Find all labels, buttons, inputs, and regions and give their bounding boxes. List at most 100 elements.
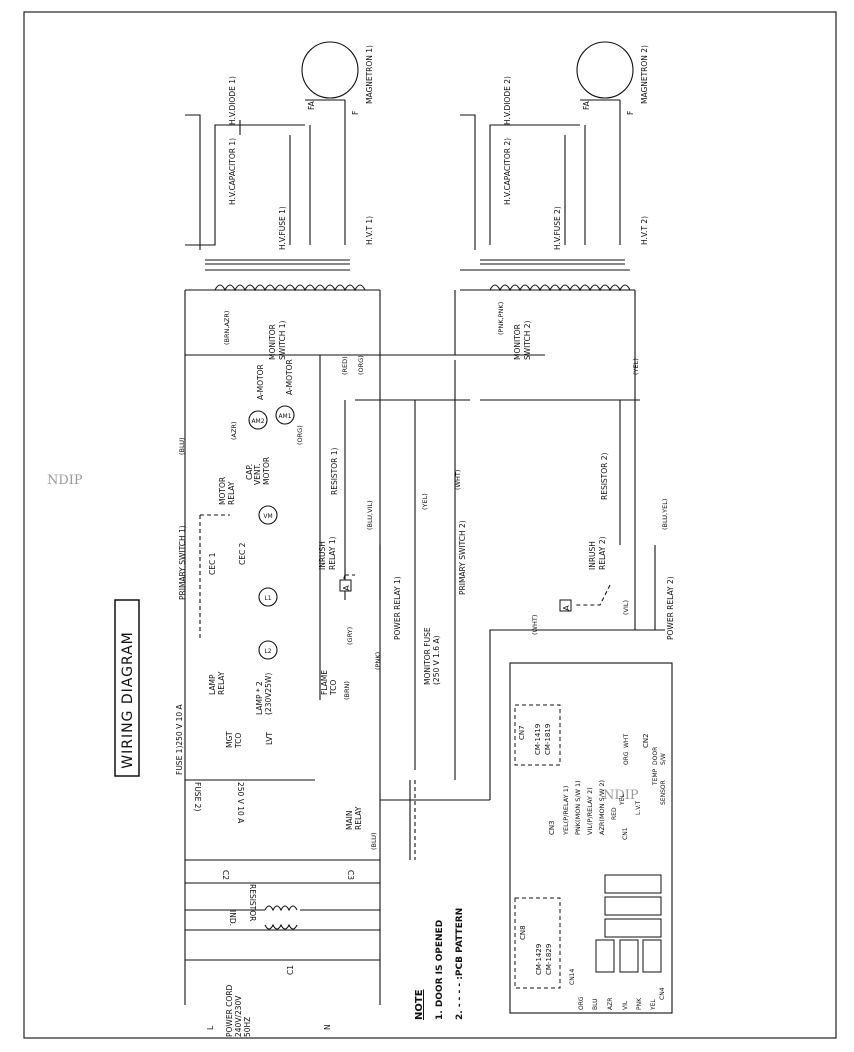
label-mgt-tco-b: TCO [234, 733, 243, 749]
pcb-cn2-org: ORG [623, 751, 630, 765]
label-cap: CAP. [245, 464, 254, 480]
note-heading: NOTE [414, 989, 425, 1020]
label-resistor: RESISTOR [248, 884, 257, 921]
pcb-cn2-wht: WHT [623, 734, 630, 748]
label-amotor1: A-MOTOR [256, 364, 265, 400]
label-lvt: LVT [265, 732, 274, 745]
label-primary-sw1: PRIMARY SWITCH 1) [178, 525, 187, 600]
pcb-blocks [595, 874, 662, 973]
transformer-coils [205, 259, 631, 930]
wire-blu-yel: (BLU,YEL) [661, 499, 669, 530]
label-power-cord: POWER CORD [225, 984, 234, 1037]
pcb-cn8: CN8 [519, 925, 527, 940]
label-L: L [206, 1025, 215, 1030]
wire-network [184, 99, 665, 1005]
watermark-right: NDIP [603, 788, 639, 803]
label-power-voltage: 240V/230V [234, 995, 243, 1037]
label-resistor2: RESISTOR 2) [600, 452, 609, 500]
marker-a-group: A A [339, 579, 572, 612]
pcb-door-sw: S/W [660, 753, 667, 765]
label-magnetron1: MAGNETRON 1) [365, 45, 374, 104]
pcb-cn4: CN4 [659, 987, 666, 1000]
label-lamp-b: (230V25W) [264, 673, 273, 715]
label-lamp-relay-b: RELAY [217, 671, 226, 695]
label-resistor1: RESISTOR 1) [330, 447, 339, 495]
label-primary-sw2: PRIMARY SWITCH 2) [458, 520, 467, 595]
label-flame-tco-a: FLAME [320, 670, 329, 695]
wire-vil: (VIL) [622, 600, 630, 615]
pcb-cm1829: CM-1829 [545, 944, 553, 975]
wire-wht: (WHT) [454, 470, 462, 490]
label-monitor-fuse: MONITOR FUSE [423, 627, 432, 685]
sheet-border [23, 11, 837, 1039]
cn8-box [514, 897, 561, 989]
pcb-cn3-pin2: PNK(MON S/W 1) [574, 780, 582, 835]
marker-a-2: A [562, 605, 571, 611]
pcb-cn3-pin3: VIL(P/RELAY 2) [586, 787, 594, 835]
pcb-cn3: CN3 [548, 820, 556, 835]
label-hvdiode2: H.V.DIODE 2) [503, 76, 512, 125]
label-vent-a: VENT. [253, 463, 262, 485]
pcb-cn14-blu: BLU [592, 998, 599, 1010]
label-am1: AM1 [278, 413, 291, 420]
label-inrush2-a: INRUSH [588, 541, 597, 570]
label-hvfuse2: H.V.FUSE 2) [553, 206, 562, 250]
label-monitor-fuse-rating: (250 V 1.6 A) [432, 635, 441, 685]
pcb-box [509, 662, 673, 1014]
pcb-lvt: L.V.T [635, 801, 642, 815]
wire-blu-vil: (BLU,VIL) [366, 500, 374, 530]
wire-pnk: (PNK) [374, 652, 382, 670]
wire-blu-1: (BLU) [178, 437, 186, 455]
pcb-cn4-azr: AZR [607, 998, 614, 1010]
pcb-cn4-pnk: PNK [636, 997, 643, 1010]
wire-brn: (BRN) [343, 681, 351, 700]
pcb-cn14-org: ORG [578, 996, 585, 1010]
watermark-left: NDIP [47, 473, 83, 488]
label-inrush2-b: RELAY 2) [598, 536, 607, 570]
label-c3: C3 [346, 870, 355, 880]
pcb-sensor: SENSOR [660, 780, 667, 805]
pcb-door: DOOR [652, 747, 659, 765]
wire-yel: (YEL) [632, 358, 640, 375]
label-hvcap2: H.V.CAPACITOR 2) [503, 138, 512, 205]
label-motor-relay-b: RELAY [227, 481, 236, 505]
pcb-cm1429: CM-1429 [535, 944, 543, 975]
label-vm: VM [263, 513, 272, 520]
note-block: NOTE 1. DOOR IS OPENED 2. - - - - :PCB P… [414, 908, 465, 1020]
marker-a-1: A [342, 585, 351, 591]
label-lamp-relay-a: LAMP [208, 674, 217, 695]
pcb-cn1: CN1 [622, 827, 629, 840]
label-fuse2: FUSE 2) [193, 782, 202, 811]
label-magnetron2: MAGNETRON 2) [640, 45, 649, 104]
wire-brn-azr: (BRN,AZR) [223, 311, 231, 345]
pcb-cn4-vil: VIL [622, 1000, 629, 1010]
label-f2: F [626, 111, 635, 115]
wire-org: (ORG) [357, 355, 365, 375]
label-N: N [323, 1024, 332, 1030]
label-flame-tco-b: TCO [329, 680, 338, 696]
wire-org-2: (ORG) [296, 425, 304, 445]
labels: MAGNETRON 1) MAGNETRON 2) H.V.DIODE 1) H… [175, 45, 675, 1037]
label-c2: C2 [221, 870, 230, 880]
label-inrush1-a: INRUSH [318, 541, 327, 570]
pcb-cm1819: CM-1819 [544, 724, 552, 755]
pcb-labels: CN7 CM-1419 CM-1819 CN8 CM-1429 CM-1829 … [518, 724, 667, 1011]
wire-azr: (AZR) [230, 422, 238, 441]
label-hvt2: H.V.T 2) [640, 216, 649, 245]
motor-circles [248, 41, 634, 660]
cn7-box [514, 704, 561, 766]
pcb-cn14: CN14 [569, 969, 576, 985]
pcb-cn2: CN2 [642, 733, 650, 748]
label-monitor-sw1-a: MONITOR [268, 324, 277, 360]
label-hvdiode1: H.V.DIODE 1) [228, 76, 237, 125]
label-ind: IND. [228, 910, 237, 926]
pcb-cn7: CN7 [518, 725, 526, 740]
label-cec2: CEC 2 [238, 542, 247, 565]
label-fuse1: FUSE 1)250 V 10 A [175, 703, 184, 775]
label-l1: L1 [264, 595, 271, 602]
label-cec1: CEC 1 [208, 552, 217, 575]
label-inrush1-b: RELAY 1) [328, 536, 337, 570]
label-mgt-tco-a: MGT [225, 731, 234, 748]
label-power-freq: 50HZ [243, 1017, 252, 1037]
